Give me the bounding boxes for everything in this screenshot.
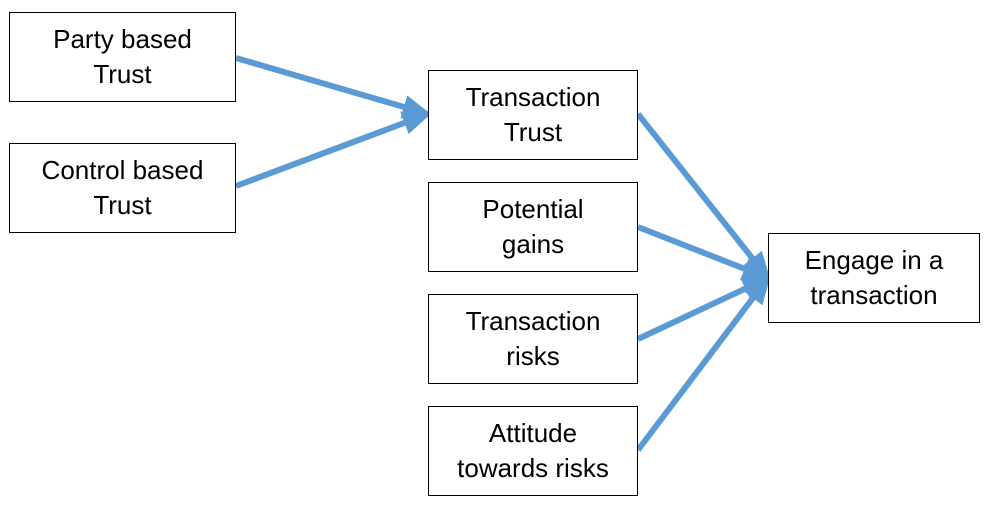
attitude-towards-risks-line2: towards risks bbox=[457, 453, 609, 483]
transaction-trust-box: Transaction Trust bbox=[428, 70, 638, 160]
control-based-trust-line1: Control based bbox=[41, 155, 204, 185]
arrow-gains-to-engage bbox=[636, 224, 773, 281]
arrow-attitude-to-engage bbox=[635, 274, 771, 452]
attitude-towards-risks-line1: Attitude bbox=[488, 418, 578, 448]
transaction-trust-line2: Trust bbox=[503, 117, 563, 147]
transaction-trust-line1: Transaction bbox=[465, 82, 601, 112]
transaction-risks-line1: Transaction bbox=[465, 306, 601, 336]
party-based-trust-line2: Trust bbox=[93, 59, 152, 89]
arrow-control-to-transaction-trust bbox=[234, 111, 433, 189]
transaction-risks-line2: risks bbox=[506, 341, 560, 371]
potential-gains-line1: Potential bbox=[482, 194, 584, 224]
engage-in-transaction-line2: transaction bbox=[810, 280, 938, 310]
potential-gains-line2: gains bbox=[501, 229, 565, 259]
transaction-risks-box: Transaction risks bbox=[428, 294, 638, 384]
control-based-trust-line2: Trust bbox=[93, 190, 152, 220]
engage-in-transaction-box: Engage in a transaction bbox=[768, 233, 980, 323]
party-based-trust-line1: Party based bbox=[53, 24, 192, 54]
attitude-towards-risks-box: Attitude towards risks bbox=[428, 406, 638, 496]
engage-in-transaction-line1: Engage in a bbox=[804, 245, 944, 275]
control-based-trust-box: Control based Trust bbox=[9, 143, 236, 233]
potential-gains-box: Potential gains bbox=[428, 182, 638, 272]
party-based-trust-box: Party based Trust bbox=[9, 12, 236, 102]
arrow-party-to-transaction-trust bbox=[235, 55, 433, 119]
arrow-transaction-trust-to-engage bbox=[635, 112, 771, 282]
